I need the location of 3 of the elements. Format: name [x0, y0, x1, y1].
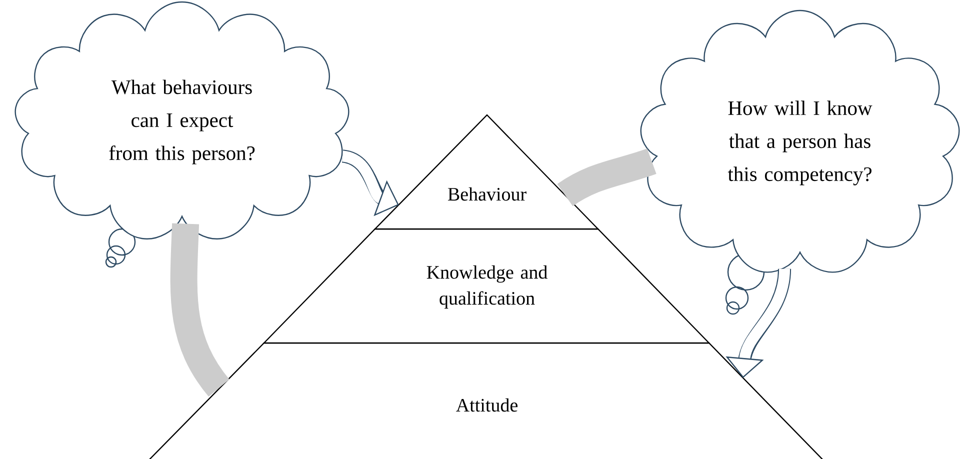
thought-cloud: What behaviours can I expect from this person?: [14, 1, 350, 240]
thought-cloud: How will I know that a person has this competency?: [640, 10, 960, 273]
node-label: How will I know that a person has this competency?: [728, 100, 872, 186]
